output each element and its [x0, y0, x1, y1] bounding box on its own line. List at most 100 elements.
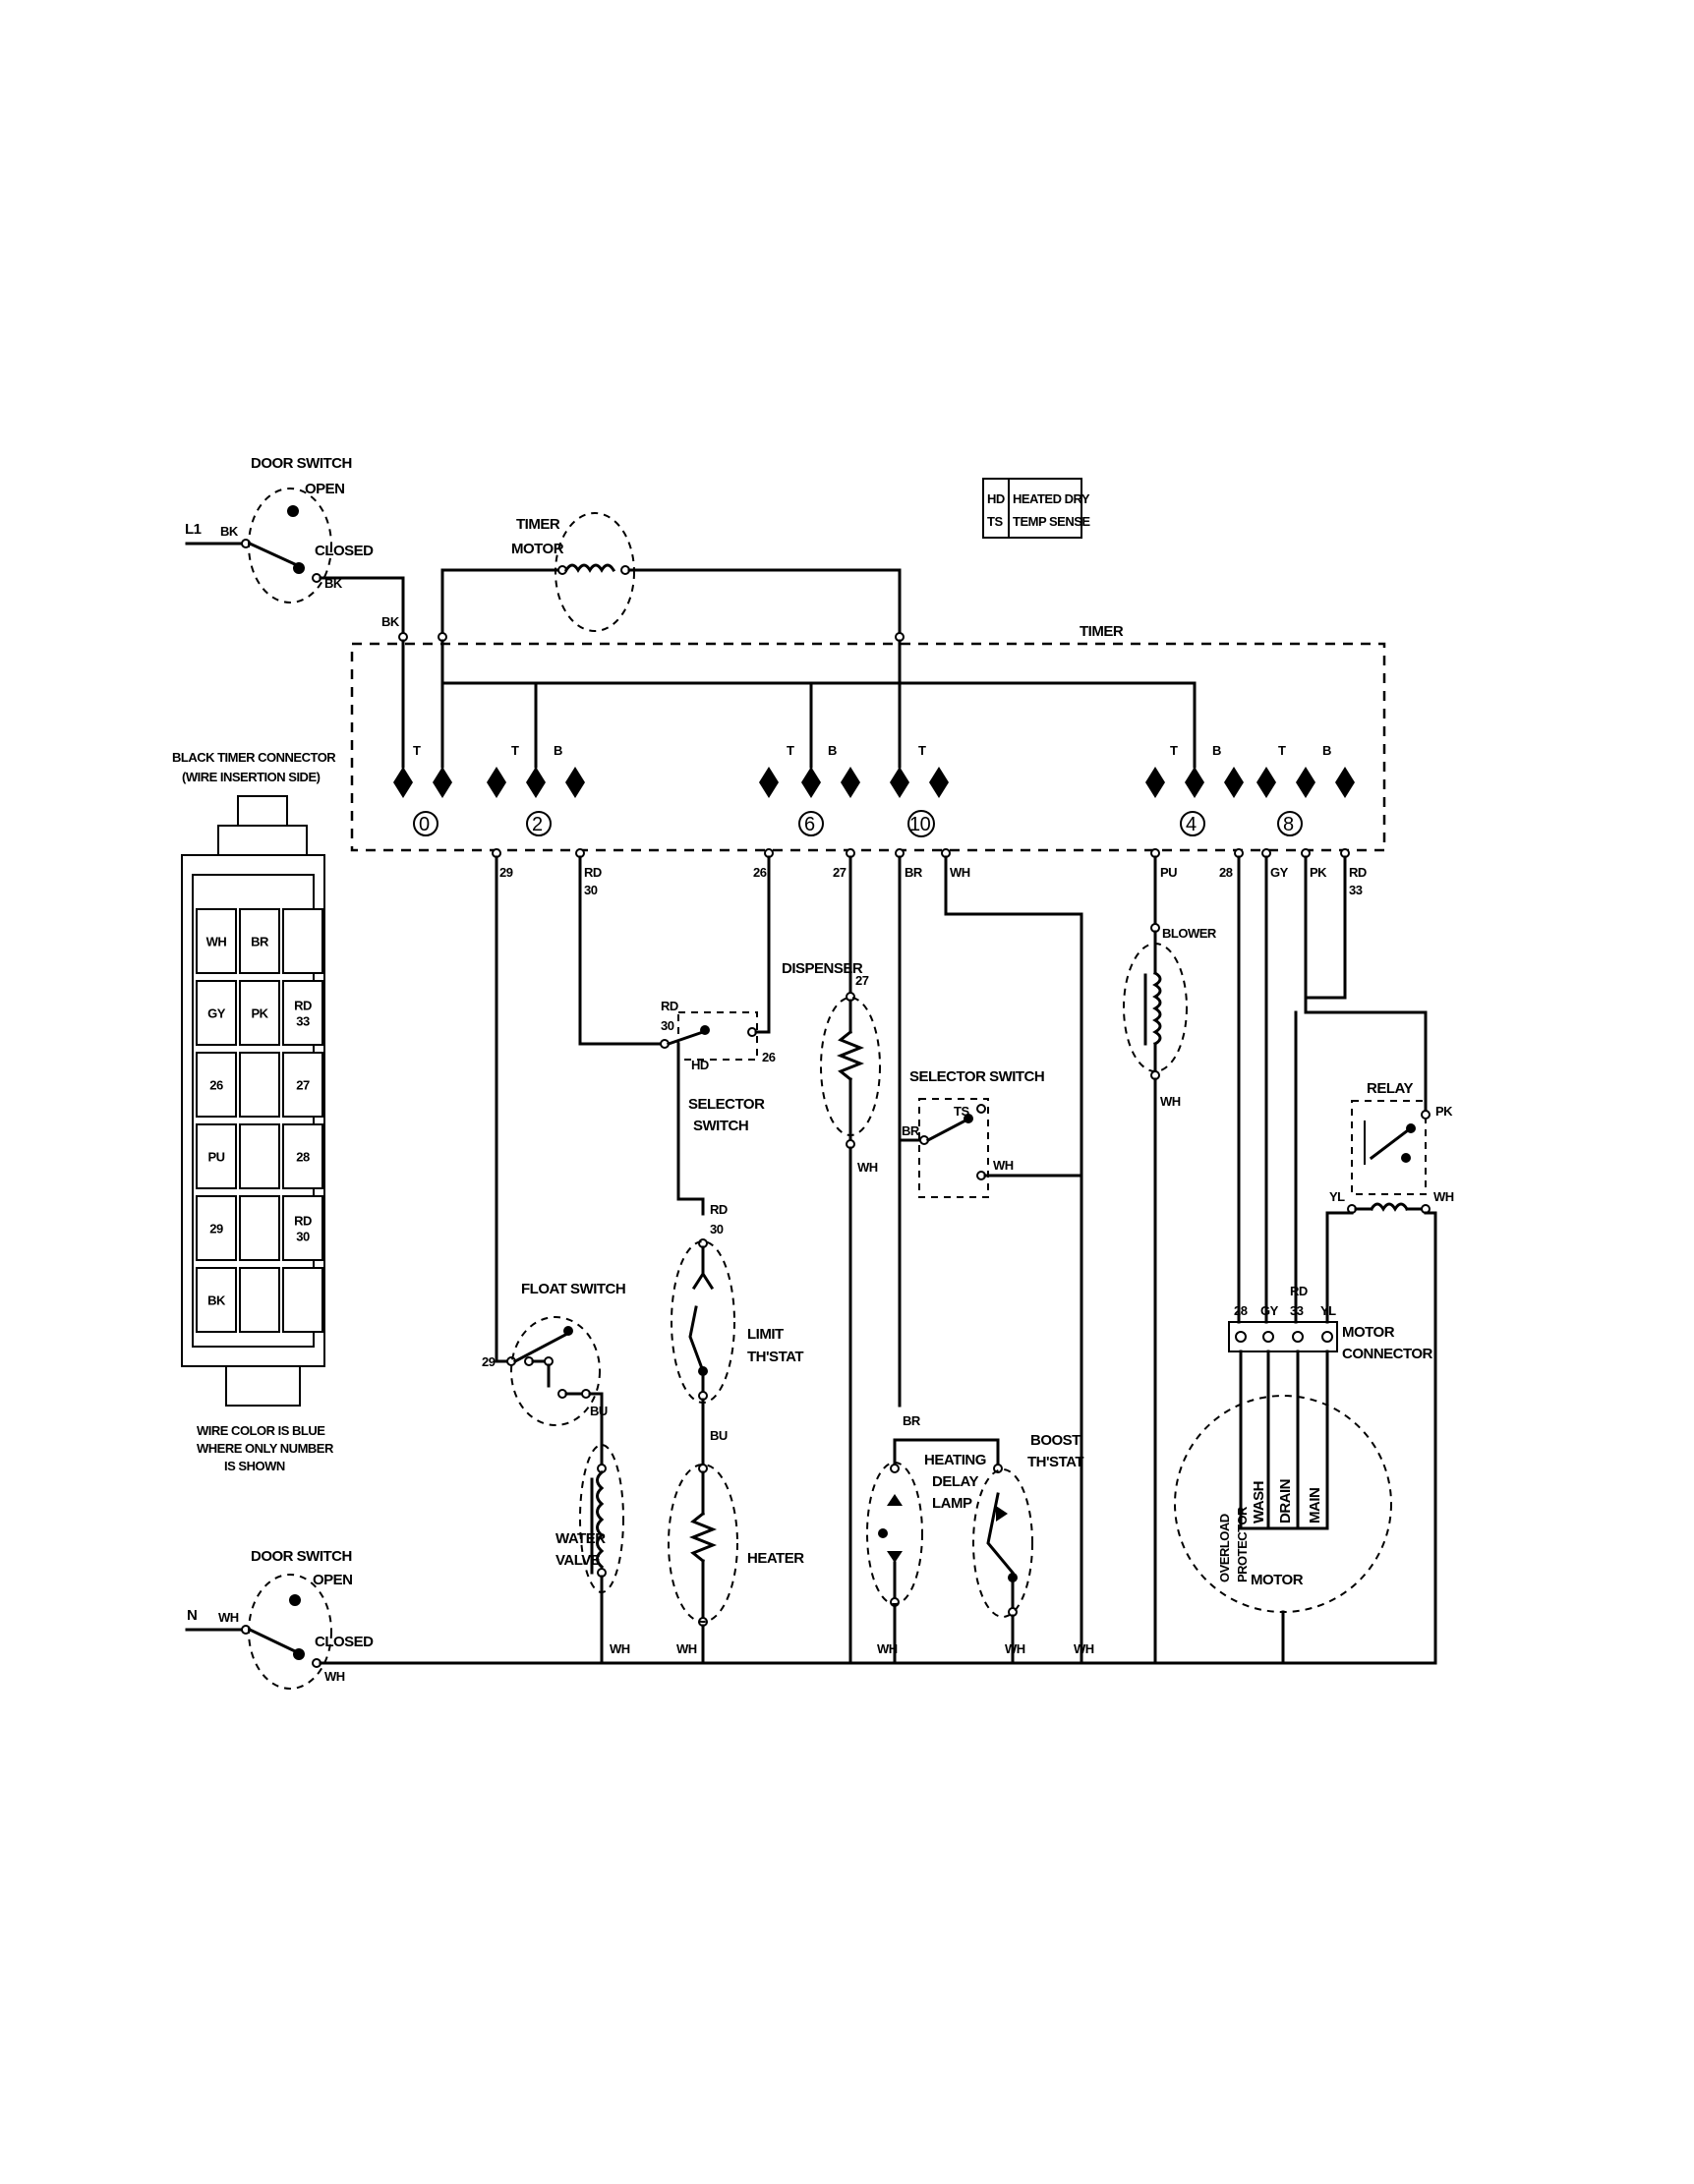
heater-branch: RD 30 HD 26 SELECTOR SWITCH RD 30 LIMIT … [578, 855, 805, 1663]
heating-delay-lamp-label-2: DELAY [932, 1473, 978, 1490]
boost-thstat-label-2: TH'STAT [1027, 1454, 1083, 1470]
connector-cell [196, 1195, 237, 1261]
connector-cell [239, 1267, 280, 1333]
dispenser-branch: DISPENSER 27 WH [782, 855, 881, 1663]
motor-branch: RELAY PK YL WH 28 GY RD 33 YL MOTOR CONN… [1174, 855, 1454, 1663]
wire-wh-label: WH [993, 1158, 1014, 1173]
n-label: N [187, 1607, 197, 1624]
cam-8: 8 T B [1256, 743, 1355, 836]
t-label: T [918, 743, 926, 758]
l1-label: L1 [185, 521, 202, 538]
wire-pu-label: PU [1160, 865, 1177, 880]
cam-2: 2 T B [487, 743, 585, 836]
wire-bu-label: BU [590, 1404, 608, 1418]
wire-wh-label: WH [1074, 1641, 1094, 1656]
wire-br-label: BR [903, 1413, 921, 1428]
connector-cell [282, 1123, 323, 1189]
open-label: OPEN [313, 1572, 353, 1588]
connector-title: BLACK TIMER CONNECTOR [172, 750, 336, 765]
wire-pk-label: PK [1435, 1104, 1453, 1119]
door-switch-top-label: DOOR SWITCH [251, 455, 352, 472]
wire-wh-label: WH [1005, 1641, 1025, 1656]
wire-bu-label: BU [710, 1428, 728, 1443]
heater-label: HEATER [747, 1550, 804, 1567]
wire-27-label: 27 [855, 973, 869, 988]
cam-4: 4 T B [1145, 743, 1244, 836]
wire-yl-label: YL [1320, 1303, 1336, 1318]
limit-thstat-label: LIMIT [747, 1326, 784, 1343]
wire-pk-label: PK [1310, 865, 1327, 880]
wire-rd-label: RD [661, 999, 678, 1013]
heating-delay-lamp-label-3: LAMP [932, 1495, 972, 1512]
connector-cell [196, 1123, 237, 1189]
t-label: T [413, 743, 421, 758]
connector-cell [239, 908, 280, 974]
wire-26-label: 26 [762, 1050, 776, 1064]
wire-rd-label: RD [584, 865, 602, 880]
wire-30-label: 30 [584, 883, 598, 897]
connector-subtitle: (WIRE INSERTION SIDE) [182, 770, 321, 784]
motor-connector-label: MOTOR [1342, 1324, 1395, 1341]
water-valve-label: WATER [555, 1530, 606, 1547]
connector-cell-label: GY [207, 1006, 226, 1021]
float-switch-branch: FLOAT SWITCH 29 BU WATER VALVE WH [482, 855, 630, 1663]
relay-label: RELAY [1367, 1080, 1413, 1097]
cam-0: 0 T [393, 743, 452, 836]
b-label: B [1212, 743, 1221, 758]
wire-rd-label: RD [710, 1202, 728, 1217]
timer-label: TIMER [1080, 623, 1124, 640]
wire-30-label: 30 [661, 1018, 674, 1033]
cam-6: 6 T B [759, 743, 860, 836]
connector-cell [196, 980, 237, 1046]
wire-wh-label: WH [1160, 1094, 1181, 1109]
dispenser-label: DISPENSER [782, 960, 863, 977]
connector-cell-label: 26 [209, 1078, 223, 1093]
connector-cell [239, 980, 280, 1046]
door-switch-bottom: N WH DOOR SWITCH OPEN CLOSED WH [185, 1548, 375, 1690]
legend-ts: TS [987, 514, 1003, 529]
heating-delay-lamp-label: HEATING [924, 1452, 986, 1468]
wire-note-2: WHERE ONLY NUMBER [197, 1441, 334, 1456]
selector-switch-label-2: SWITCH [693, 1118, 748, 1134]
wire-note-1: WIRE COLOR IS BLUE [197, 1423, 325, 1438]
connector-cell [196, 908, 237, 974]
connector-cell-label: PK [251, 1006, 268, 1021]
wire-wh-label: WH [324, 1669, 345, 1684]
cam-label: 10 [909, 814, 931, 835]
timer-box: TIMER 0 T 2 T B [350, 623, 1386, 858]
b-label: B [1322, 743, 1331, 758]
overload-label: OVERLOAD [1217, 1514, 1232, 1582]
wire-br-label: BR [902, 1123, 920, 1138]
connector-cell [282, 1195, 323, 1261]
wire-33-label: 33 [1349, 883, 1363, 897]
wire-bk-label: BK [381, 614, 400, 629]
wire-26-label: 26 [753, 865, 767, 880]
legend-hd: HD [987, 491, 1005, 506]
connector-cell-label: BK [207, 1293, 226, 1308]
cam-10: 10 T [890, 743, 949, 837]
wire-gy-label: GY [1270, 865, 1289, 880]
legend-hd-desc: HEATED DRY [1013, 491, 1090, 506]
closed-label: CLOSED [315, 1634, 374, 1650]
wire-wh-label: WH [857, 1160, 878, 1175]
connector-cell-label: 28 [296, 1150, 310, 1165]
b-label: B [554, 743, 562, 758]
protector-label: PROTECTOR [1235, 1506, 1250, 1582]
door-switch-bottom-label: DOOR SWITCH [251, 1548, 352, 1565]
connector-cell-label: BR [251, 935, 269, 949]
door-switch-top: L1 BK DOOR SWITCH OPEN CLOSED BK [185, 455, 405, 603]
timer-motor: TIMER MOTOR [440, 512, 902, 636]
wire-33-label: 33 [1290, 1303, 1304, 1318]
wire-rd-label: RD [1290, 1284, 1308, 1298]
connector-cell-label: WH [206, 935, 227, 949]
selector-switch-label: SELECTOR [688, 1096, 765, 1113]
connector-cell [196, 1052, 237, 1118]
boost-thstat-label: BOOST [1030, 1432, 1081, 1449]
connector-cell [282, 1267, 323, 1333]
wire-wh-label: WH [218, 1610, 239, 1625]
wire-wh-label: WH [610, 1641, 630, 1656]
wire-br-label: BR [905, 865, 923, 880]
boost-branch: SELECTOR SWITCH BR TS WH BR HEATING DELA… [866, 855, 1084, 1663]
